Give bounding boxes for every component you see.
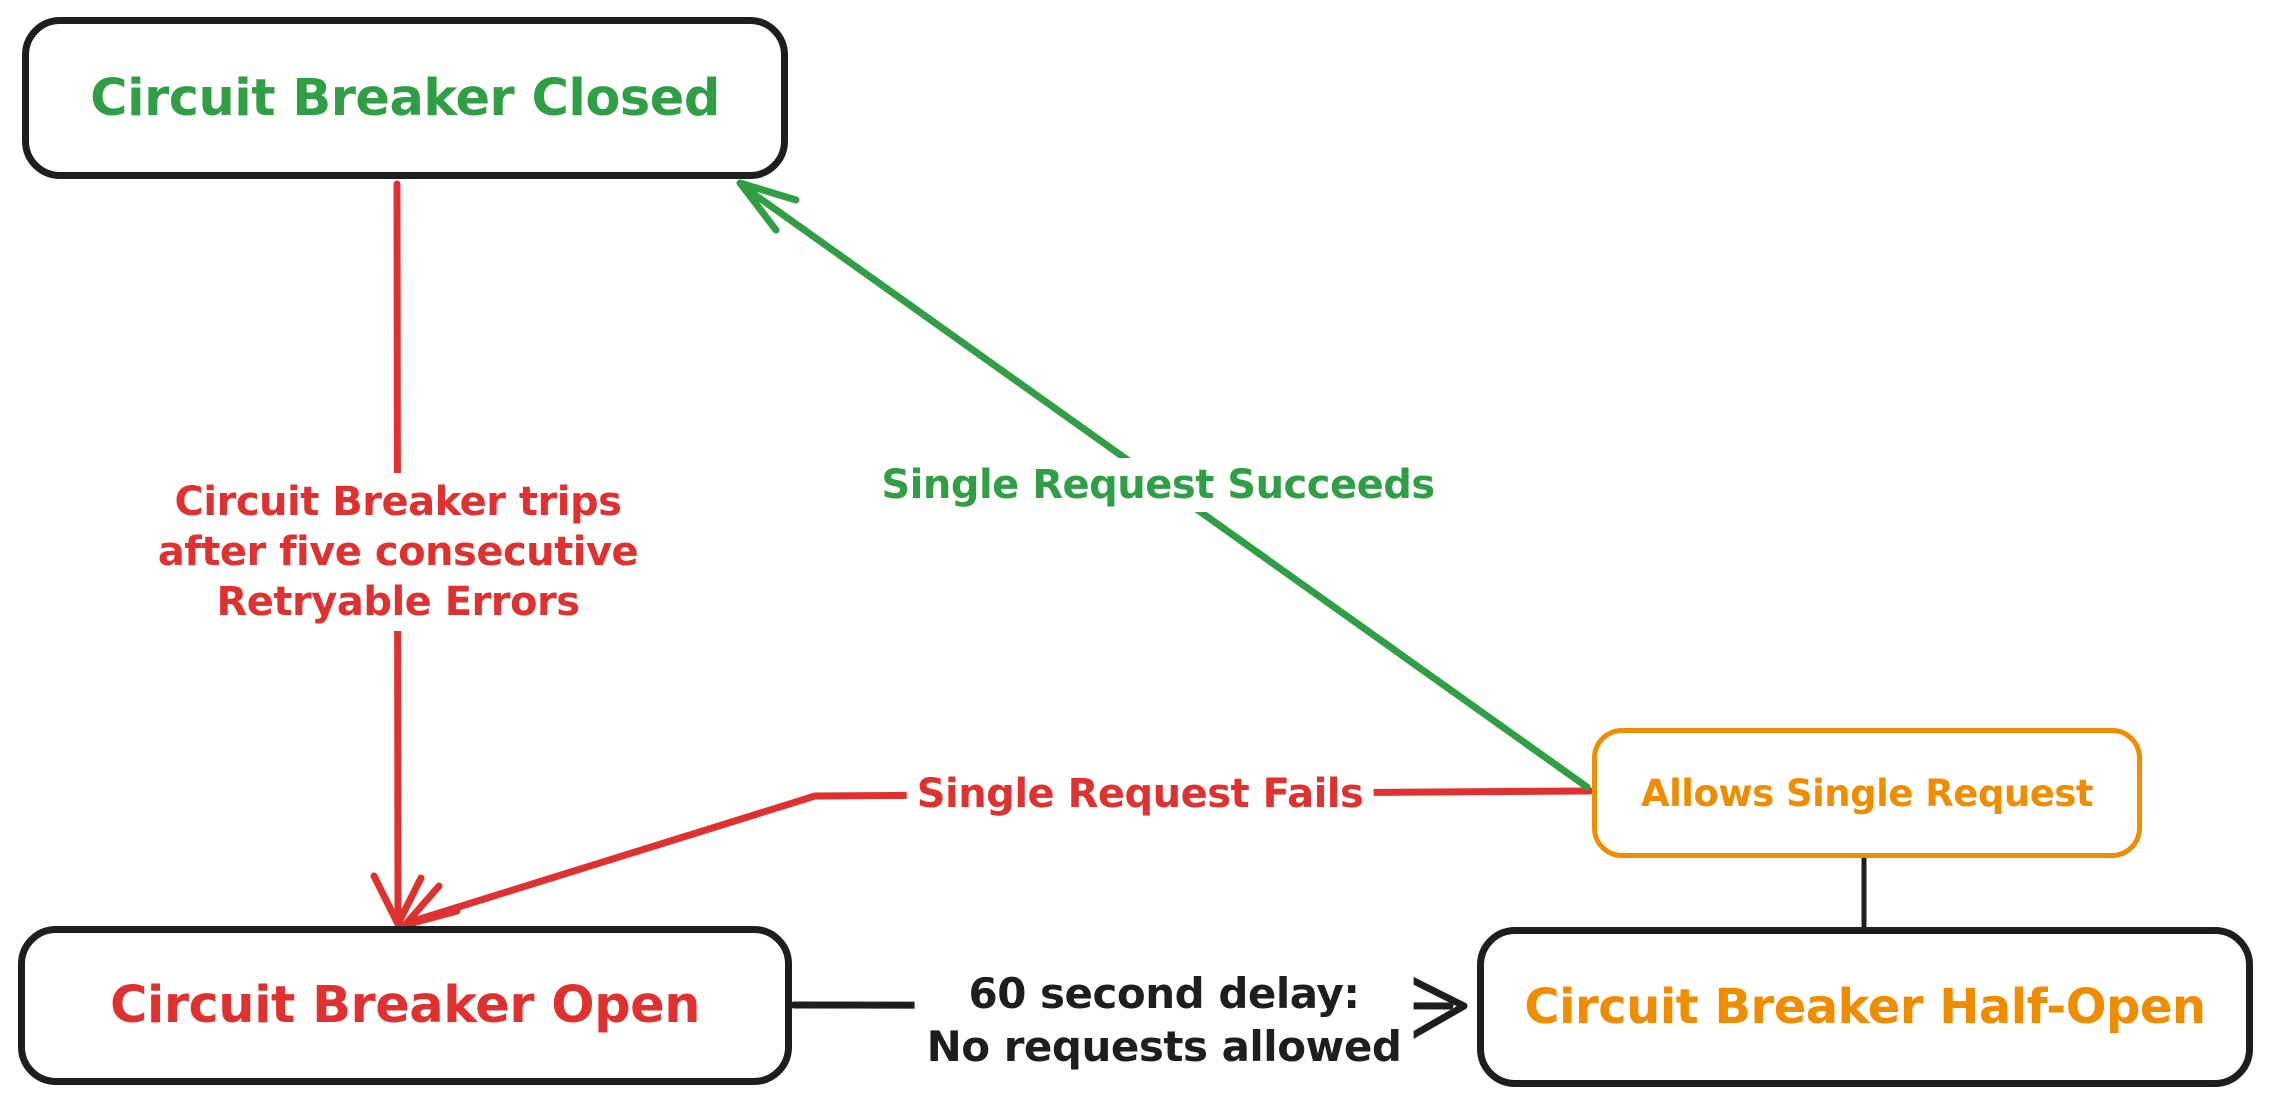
edge-label-delay-line-1: 60 second delay:	[968, 969, 1360, 1018]
edge-label-succeeds: Single Request Succeeds	[869, 458, 1447, 512]
node-circuit-breaker-half-open: Circuit Breaker Half-Open	[1477, 927, 2253, 1087]
edge-label-trips-line-3: Retryable Errors	[216, 579, 580, 625]
edge-fails-arrowhead-icon	[401, 882, 461, 929]
node-allows-single-request: Allows Single Request	[1592, 728, 2142, 858]
edge-label-delay-line-2: No requests allowed	[926, 1022, 1402, 1071]
node-circuit-breaker-open: Circuit Breaker Open	[18, 926, 792, 1085]
node-half-open-label: Circuit Breaker Half-Open	[1524, 979, 2206, 1035]
edge-label-trips-line-1: Circuit Breaker trips	[174, 479, 622, 525]
edge-trips-arrowhead-icon	[370, 872, 425, 928]
edge-succeeds-arrowhead-icon	[736, 179, 800, 234]
edge-label-trips-line-2: after five consecutive	[157, 529, 639, 575]
node-circuit-breaker-closed: Circuit Breaker Closed	[22, 17, 788, 179]
edge-label-trips: Circuit Breaker trips after five consecu…	[145, 473, 651, 631]
node-closed-label: Circuit Breaker Closed	[90, 68, 720, 128]
edge-label-delay: 60 second delay: No requests allowed	[914, 963, 1414, 1077]
node-open-label: Circuit Breaker Open	[109, 976, 701, 1035]
node-allows-label: Allows Single Request	[1640, 771, 2094, 815]
edge-label-fails: Single Request Fails	[906, 769, 1374, 819]
